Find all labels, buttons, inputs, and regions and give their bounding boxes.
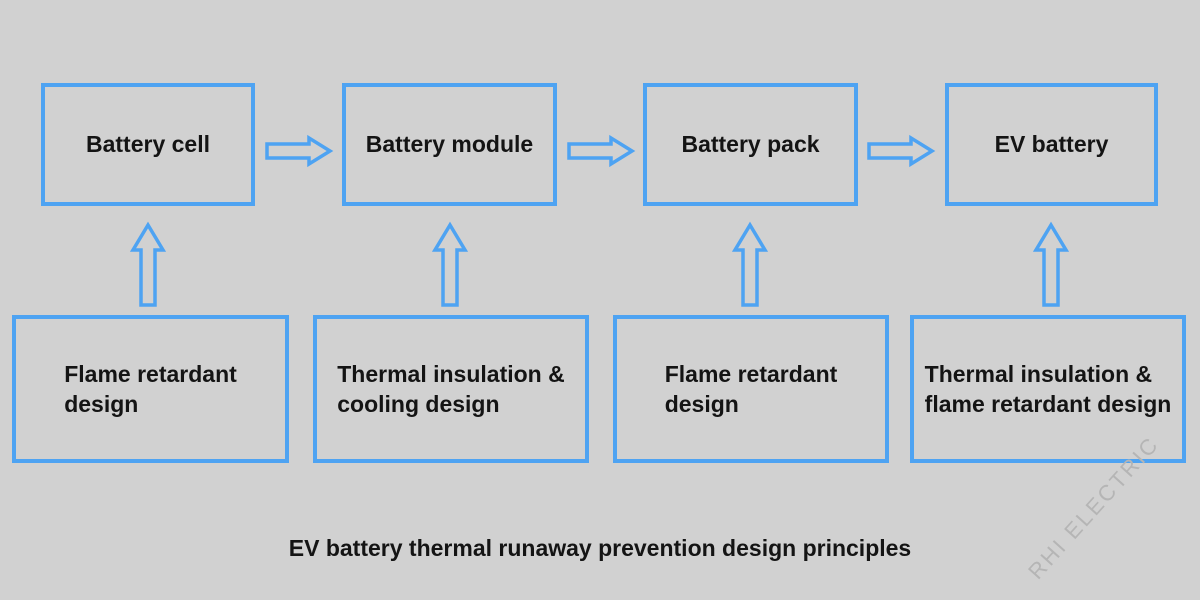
principle-line: Thermal insulation & — [337, 361, 565, 387]
principle-line: Flame retardant — [64, 361, 237, 387]
arrow-up-icon — [431, 221, 469, 307]
stage-box-battery-module: Battery module — [342, 83, 557, 206]
arrow-right-icon — [567, 134, 636, 168]
stage-box-battery-pack: Battery pack — [643, 83, 858, 206]
principle-text: Thermal insulation & cooling design — [337, 359, 564, 419]
stage-label-battery-module: Battery module — [365, 131, 534, 157]
principle-line: Thermal insulation & — [924, 361, 1153, 387]
principle-line: flame retardant design — [924, 391, 1172, 417]
principle-box-thermal-flame-retardant: Thermal insulation & flame retardant des… — [910, 315, 1186, 463]
arrow-up-icon — [1032, 221, 1070, 307]
stage-label-battery-pack: Battery pack — [681, 131, 820, 157]
principle-box-thermal-cooling: Thermal insulation & cooling design — [313, 315, 589, 463]
principle-line: cooling design — [337, 391, 500, 417]
arrow-up-icon — [129, 221, 167, 307]
principle-line: Flame retardant — [664, 361, 838, 387]
stage-label-ev-battery: EV battery — [994, 131, 1109, 157]
arrow-right-icon — [265, 134, 334, 168]
principle-text: Flame retardant design — [64, 359, 237, 419]
principle-line: design — [664, 391, 739, 417]
principle-line: design — [64, 391, 139, 417]
arrow-right-icon — [867, 134, 936, 168]
arrow-up-icon — [731, 221, 769, 307]
stage-box-battery-cell: Battery cell — [41, 83, 255, 206]
stage-box-ev-battery: EV battery — [945, 83, 1158, 206]
principle-box-flame-retardant-pack: Flame retardant design — [613, 315, 889, 463]
principle-text: Thermal insulation & flame retardant des… — [925, 359, 1172, 419]
stage-label-battery-cell: Battery cell — [85, 131, 210, 157]
principle-text: Flame retardant design — [665, 359, 838, 419]
diagram-title: EV battery thermal runaway prevention de… — [288, 535, 912, 561]
principle-box-flame-retardant-cell: Flame retardant design — [12, 315, 289, 463]
